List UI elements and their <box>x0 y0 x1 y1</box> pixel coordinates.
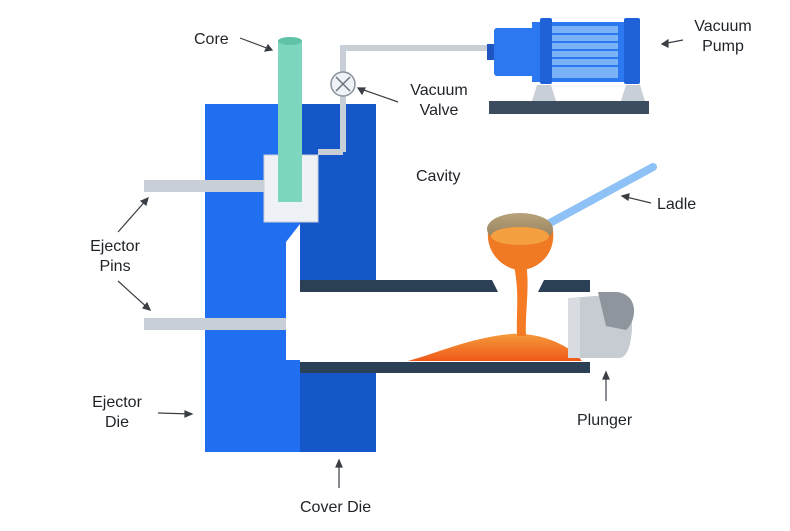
arrow-ejector-pins-upper <box>117 197 149 233</box>
label-vacuum-pump-line2: Pump <box>702 38 744 55</box>
arrow-ejector-pins-lower-head <box>141 301 152 311</box>
label-ejector-pins-line2: Pins <box>99 258 131 275</box>
vacuum-valve-cross <box>335 76 351 92</box>
vacuum-pipe <box>340 45 487 152</box>
label-ejector-pins-line1: Ejector <box>90 238 140 255</box>
core-rod-top <box>278 37 302 45</box>
arrow-vacuum-valve <box>357 87 399 103</box>
molten-metal-stream <box>513 262 528 336</box>
pump-foot-right <box>621 85 645 101</box>
shot-sleeve-top-right <box>538 280 590 292</box>
label-core: Core <box>194 31 229 48</box>
label-vacuum-valve-line2: Valve <box>419 102 459 119</box>
ejector-pin-lower <box>144 318 286 330</box>
label-vacuum-pump-line1: Vacuum <box>694 18 752 35</box>
pump-shaft <box>487 44 495 60</box>
core-rod <box>278 40 302 202</box>
ladle-metal-surface <box>491 227 549 245</box>
pump-ring <box>540 18 552 84</box>
label-ejector-pins: Ejector Pins <box>83 237 147 277</box>
pump-fin-lines <box>552 33 618 67</box>
arrow-ejector-die-head <box>184 410 194 418</box>
label-vacuum-valve-line1: Vacuum <box>410 82 468 99</box>
shot-sleeve-bottom <box>300 362 590 373</box>
label-cavity: Cavity <box>416 168 461 185</box>
arrow-ejector-pins-upper-head <box>139 196 149 207</box>
label-plunger: Plunger <box>577 412 633 429</box>
arrow-ladle-head <box>620 193 630 202</box>
arrow-vacuum-pump-head <box>660 38 669 48</box>
label-ejector-die-line2: Die <box>104 414 129 431</box>
label-vacuum-pump: Vacuum Pump <box>687 17 759 57</box>
shot-sleeve-top-left <box>300 280 498 292</box>
pump-motor <box>494 28 534 76</box>
arrow-plunger-head <box>602 370 610 380</box>
label-ejector-die-line1: Ejector <box>92 394 142 411</box>
label-cover-die: Cover Die <box>300 499 372 516</box>
plunger-cap <box>598 292 635 330</box>
label-vacuum-valve: Vacuum Valve <box>403 81 475 121</box>
label-ejector-die: Ejector Die <box>85 393 149 433</box>
pump-foot-left <box>532 85 556 101</box>
pump-end-cap <box>624 18 640 84</box>
plunger-face <box>568 298 580 358</box>
arrow-vacuum-valve-head <box>356 87 366 96</box>
cavity-opening <box>286 224 300 360</box>
ladle-handle <box>544 163 657 228</box>
ejector-pin-upper <box>144 180 266 192</box>
pump-base <box>489 101 649 114</box>
label-arrows <box>117 37 684 488</box>
arrow-core-head <box>263 43 274 52</box>
molten-metal-pool <box>408 333 582 361</box>
arrow-cover-die-head <box>335 458 343 468</box>
label-ladle: Ladle <box>657 196 697 213</box>
